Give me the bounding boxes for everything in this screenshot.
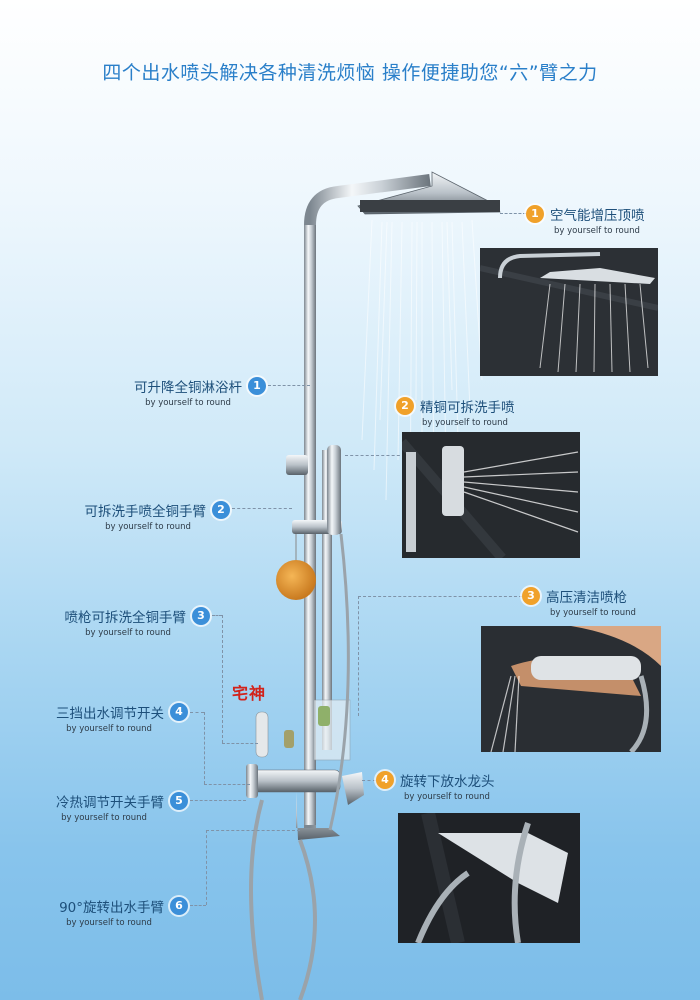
photo-rain-shower-art	[480, 248, 658, 376]
callout-title: 旋转下放水龙头	[400, 774, 495, 790]
leader-line	[268, 385, 310, 386]
callout-right-1: 1 空气能增压顶喷 by yourself to round	[526, 204, 645, 236]
callout-right-4: 4 旋转下放水龙头 by yourself to round	[376, 770, 495, 802]
number-badge: 4	[376, 771, 394, 789]
photo-rotating-spout	[398, 813, 580, 943]
callout-left-1: 可升降全铜淋浴杆 1 by yourself to round	[110, 376, 266, 408]
leader-line	[204, 784, 250, 785]
callout-title: 精铜可拆洗手喷	[420, 400, 515, 416]
photo-rotating-spout-art	[398, 813, 580, 943]
photo-spray-gun-art	[481, 626, 661, 752]
leader-line	[362, 780, 376, 781]
callout-title: 可拆洗手喷全铜手臂	[84, 504, 207, 520]
number-badge: 2	[212, 501, 230, 519]
leader-line	[190, 800, 246, 801]
callout-subtitle: by yourself to round	[105, 522, 191, 532]
callout-subtitle: by yourself to round	[85, 628, 171, 638]
leader-line	[222, 615, 223, 743]
leader-line	[212, 615, 222, 616]
callout-title: 可升降全铜淋浴杆	[134, 380, 242, 396]
callout-left-4: 三挡出水调节开关 4 by yourself to round	[30, 702, 188, 734]
callout-left-5: 冷热调节开关手臂 5 by yourself to round	[20, 791, 188, 823]
callout-title: 三挡出水调节开关	[56, 706, 164, 722]
callout-subtitle: by yourself to round	[404, 792, 490, 802]
headline: 四个出水喷头解决各种清洗烦恼 操作便捷助您“六”臂之力	[102, 62, 598, 84]
number-badge: 2	[396, 397, 414, 415]
leader-line	[500, 213, 526, 214]
leader-line	[206, 830, 207, 905]
callout-title: 喷枪可拆洗全铜手臂	[64, 610, 187, 626]
leader-line	[204, 712, 205, 784]
callout-left-6: 90°旋转出水手臂 6 by yourself to round	[30, 896, 188, 928]
leader-line	[358, 596, 359, 716]
callout-title: 空气能增压顶喷	[550, 208, 645, 224]
callout-subtitle: by yourself to round	[550, 608, 636, 618]
callout-subtitle: by yourself to round	[66, 918, 152, 928]
callout-left-3: 喷枪可拆洗全铜手臂 3 by yourself to round	[46, 606, 210, 638]
leader-line	[206, 830, 300, 831]
callout-title: 高压清洁喷枪	[546, 590, 627, 606]
number-badge: 1	[526, 205, 544, 223]
callout-subtitle: by yourself to round	[66, 724, 152, 734]
leader-line	[345, 455, 405, 456]
photo-rain-shower	[480, 248, 658, 376]
leader-line	[222, 743, 258, 744]
number-badge: 3	[192, 607, 210, 625]
callout-left-2: 可拆洗手喷全铜手臂 2 by yourself to round	[66, 500, 230, 532]
callout-subtitle: by yourself to round	[145, 398, 231, 408]
brand-logo: 宅神	[232, 684, 267, 703]
callout-subtitle: by yourself to round	[422, 418, 508, 428]
number-badge: 4	[170, 703, 188, 721]
leader-line	[358, 596, 522, 597]
photo-hand-shower-art	[402, 432, 580, 558]
callout-title: 冷热调节开关手臂	[56, 795, 164, 811]
photo-hand-shower	[402, 432, 580, 558]
number-badge: 5	[170, 792, 188, 810]
number-badge: 6	[170, 897, 188, 915]
leader-line	[190, 905, 206, 906]
callout-right-3: 3 高压清洁喷枪 by yourself to round	[522, 586, 636, 618]
callout-title: 90°旋转出水手臂	[59, 900, 164, 916]
callout-subtitle: by yourself to round	[61, 813, 147, 823]
leader-line	[232, 508, 292, 509]
number-badge: 3	[522, 587, 540, 605]
number-badge: 1	[248, 377, 266, 395]
photo-spray-gun	[481, 626, 661, 752]
callout-subtitle: by yourself to round	[554, 226, 640, 236]
leader-line	[190, 712, 204, 713]
callout-right-2: 2 精铜可拆洗手喷 by yourself to round	[396, 396, 515, 428]
